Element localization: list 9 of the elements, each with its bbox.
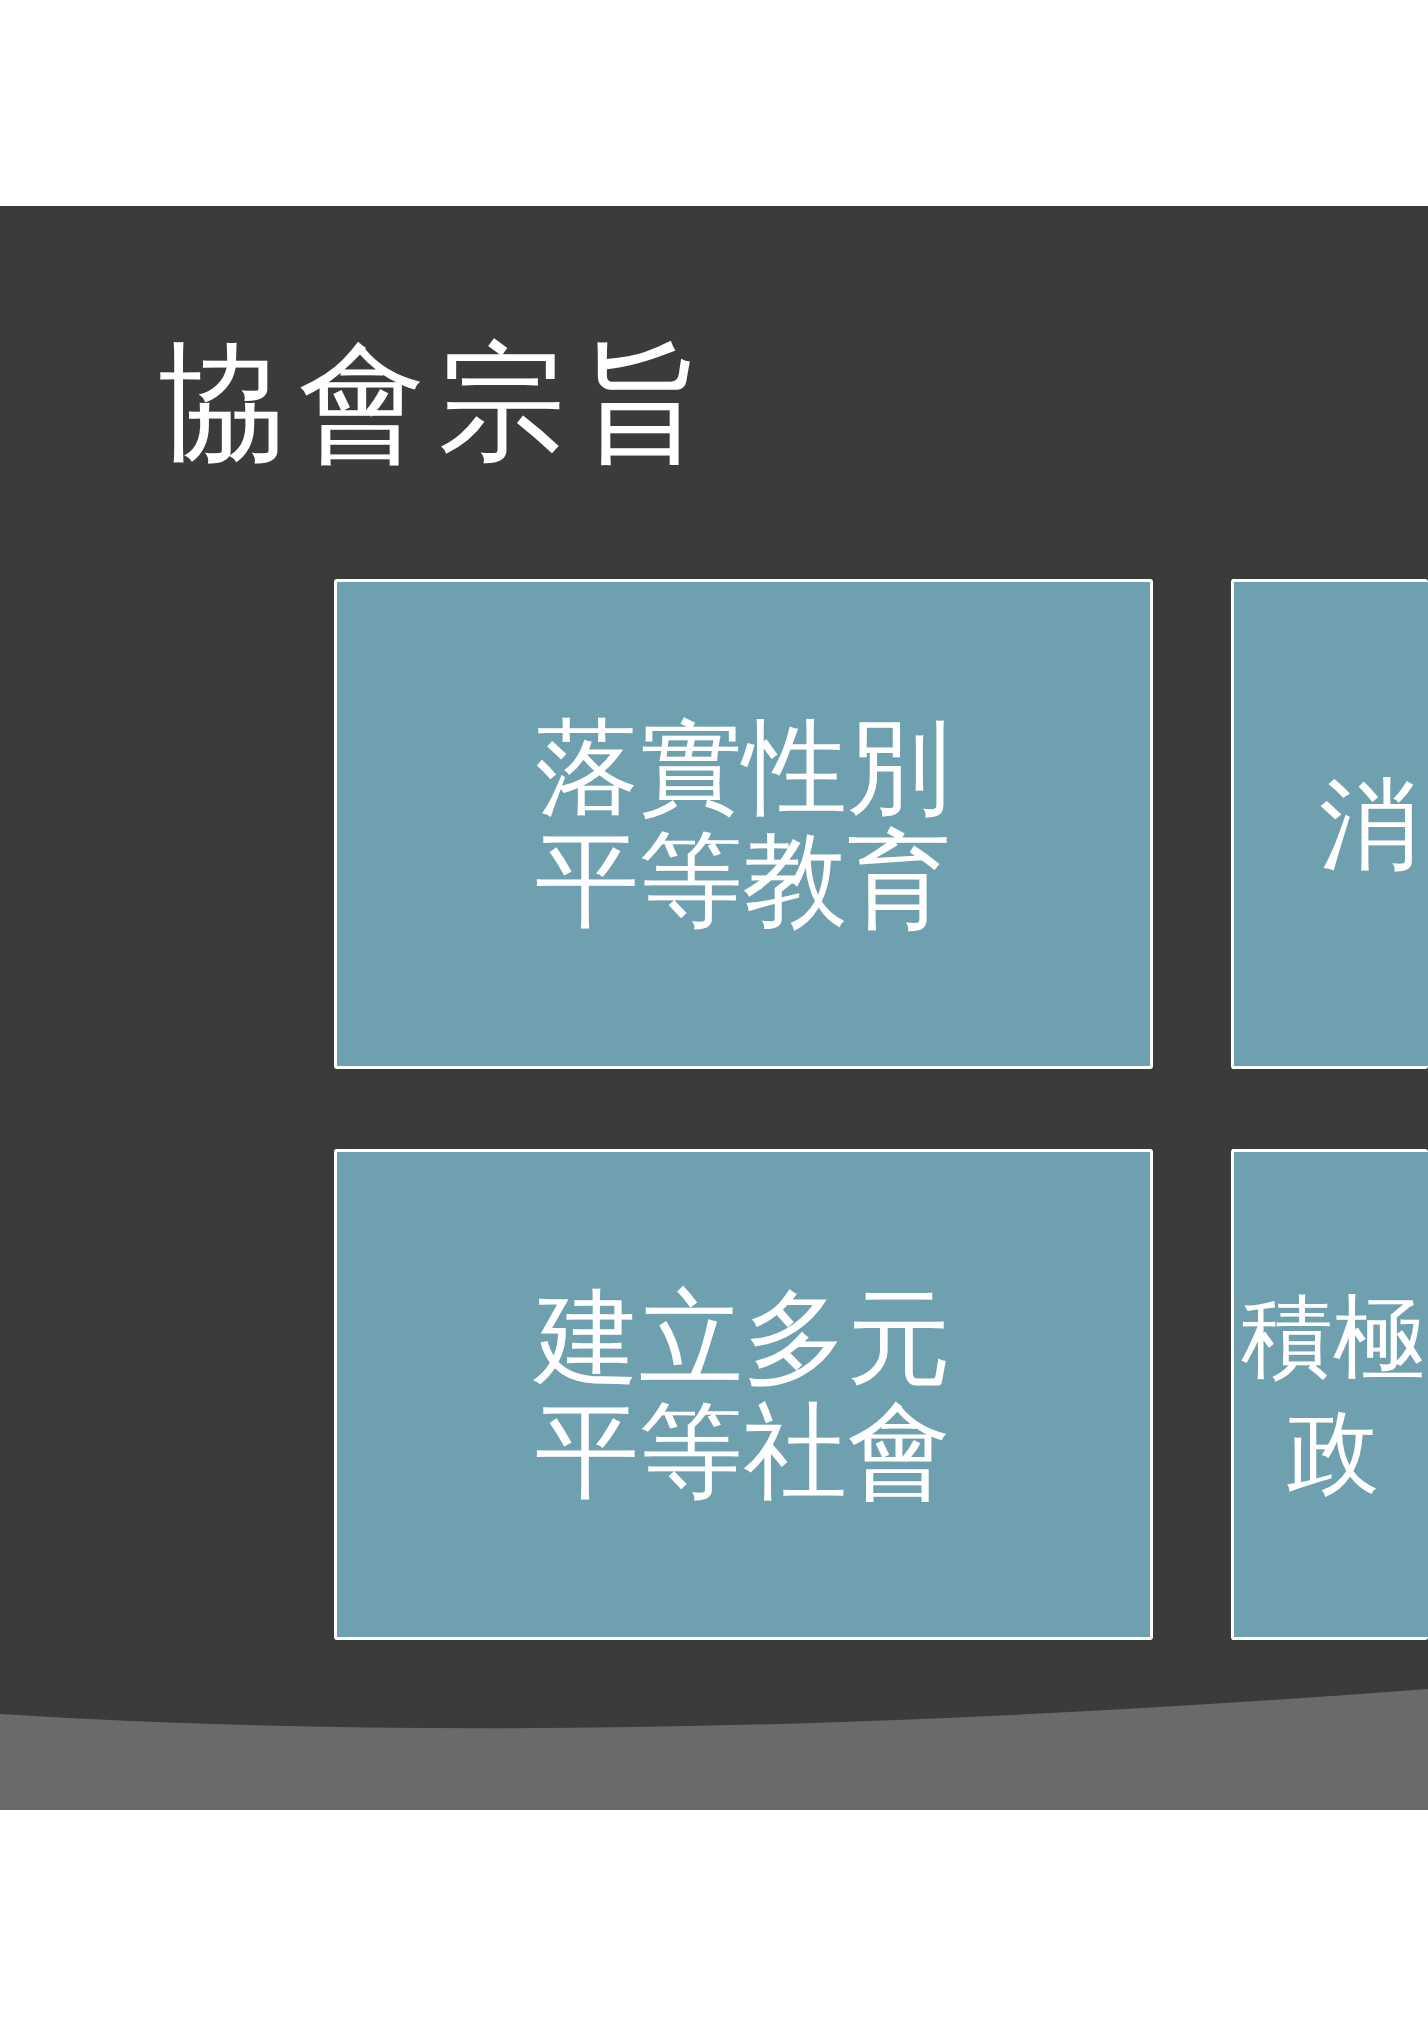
text-box: [1231, 579, 1428, 1069]
box-text: 積極政: [1240, 1284, 1426, 1505]
text-box: [334, 1149, 1153, 1640]
box-text: 消: [1319, 767, 1420, 881]
slide-title: 協會宗旨: [158, 339, 718, 467]
text-box: [334, 579, 1153, 1069]
text-box: [1231, 1149, 1428, 1640]
box-text: 建立多元平等社會: [532, 1281, 953, 1508]
box-text: 落實性別平等教育: [534, 711, 953, 937]
